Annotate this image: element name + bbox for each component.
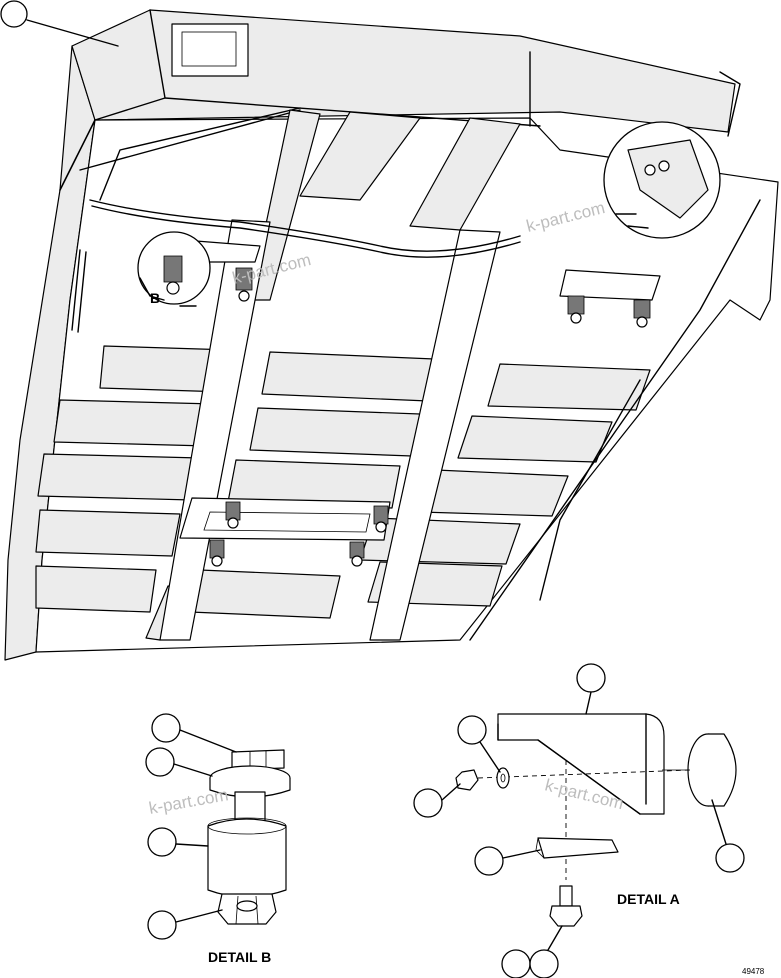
- callout-a-6: [501, 949, 531, 978]
- detail-a-nut: [455, 769, 479, 791]
- mount-bracket-right: [559, 269, 661, 328]
- mount-bracket-center: [179, 497, 391, 567]
- detail-b-magnifier: B: [137, 231, 211, 307]
- watermark: k-part.com: [147, 785, 229, 818]
- callout-b-2: [145, 747, 175, 777]
- callout-b-3: [147, 827, 177, 857]
- callout-a-1: [576, 663, 606, 693]
- detail-b-view: DETAIL B: [145, 713, 291, 965]
- callout-main-1: [0, 0, 28, 28]
- housing-window: [171, 23, 249, 77]
- rubber-mount: [207, 818, 287, 898]
- view-b-label: B: [150, 290, 160, 306]
- detail-b-title: DETAIL B: [208, 949, 271, 965]
- right-rail: [369, 229, 501, 641]
- detail-a-magnifier: [603, 121, 721, 239]
- callout-b-4: [147, 910, 177, 940]
- detail-a-plate: [537, 837, 619, 859]
- callout-b-1: [151, 713, 181, 743]
- detail-a-bolt: [559, 885, 573, 907]
- detail-a-title: DETAIL A: [617, 891, 680, 907]
- wire-harness: [89, 199, 521, 252]
- floor-joists: [35, 109, 651, 641]
- detail-a-view: DETAIL A: [413, 663, 745, 978]
- callout-a-2: [457, 715, 487, 745]
- bolt-head: [231, 749, 285, 771]
- main-assembly-view: B: [0, 0, 779, 661]
- callout-a-7: [529, 949, 559, 978]
- figure-number: 49478: [742, 967, 765, 976]
- callout-a-3: [413, 788, 443, 818]
- callout-a-4: [474, 846, 504, 876]
- detail-a-washer: [496, 767, 510, 789]
- bolt-shank: [234, 791, 266, 823]
- callout-a-5: [715, 843, 745, 873]
